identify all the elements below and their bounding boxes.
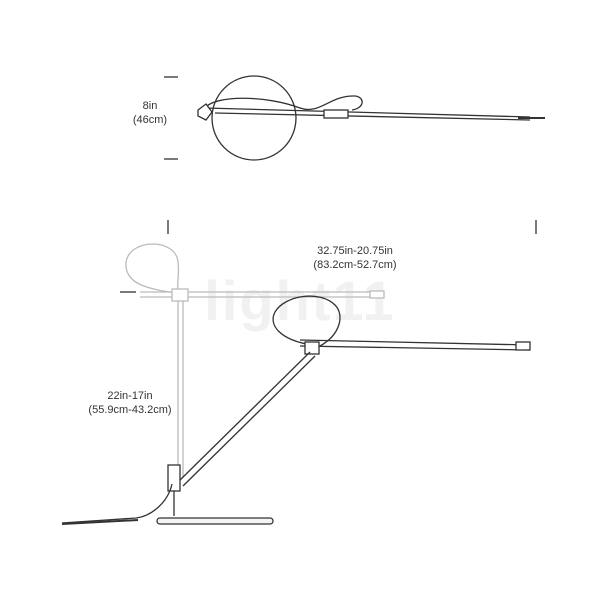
base-knuckle: [167, 464, 181, 492]
arm-length-metric: (83.2cm-52.7cm): [313, 259, 397, 271]
top-view-base-disc: [211, 75, 297, 161]
extended-tip: [515, 341, 531, 351]
base-plate-shape: [156, 517, 274, 525]
extended-joint: [304, 341, 320, 355]
power-cord: [61, 483, 173, 524]
top-view: [164, 75, 545, 161]
top-view-arm-clamp: [323, 109, 349, 119]
contracted-loop: [125, 243, 181, 297]
contracted-tip: [369, 290, 385, 299]
height-dimension-label: 22in-17in (55.9cm-43.2cm): [70, 389, 190, 417]
top-view-dimension-label: 8in (46cm): [128, 99, 172, 127]
watermark: light11: [204, 269, 396, 332]
base-plate: [156, 517, 274, 525]
arm-length-dimension-label: 32.75in-20.75in (83.2cm-52.7cm): [300, 244, 410, 272]
top-view-pivot: [197, 103, 213, 121]
extended-arm-lower: [299, 345, 531, 351]
top-view-arm-upper: [204, 107, 531, 118]
top-view-dimension-metric: (46cm): [132, 114, 168, 126]
side-view-contracted: [125, 243, 385, 478]
extended-boom-lower: [182, 355, 316, 487]
arm-length-imperial: 32.75in-20.75in: [317, 245, 393, 257]
power-cord-shadow: [61, 519, 139, 525]
top-view-arm-lower: [214, 112, 531, 121]
extended-arm-upper: [299, 339, 531, 346]
height-metric: (55.9cm-43.2cm): [88, 404, 172, 416]
top-view-loop: [204, 95, 363, 111]
height-imperial: 22in-17in: [107, 390, 153, 402]
extended-boom-upper: [177, 351, 311, 483]
top-view-dimension-imperial: 8in: [142, 100, 158, 112]
contracted-joint: [171, 288, 189, 302]
extended-loop: [272, 295, 341, 347]
side-view-extended: [61, 220, 537, 525]
